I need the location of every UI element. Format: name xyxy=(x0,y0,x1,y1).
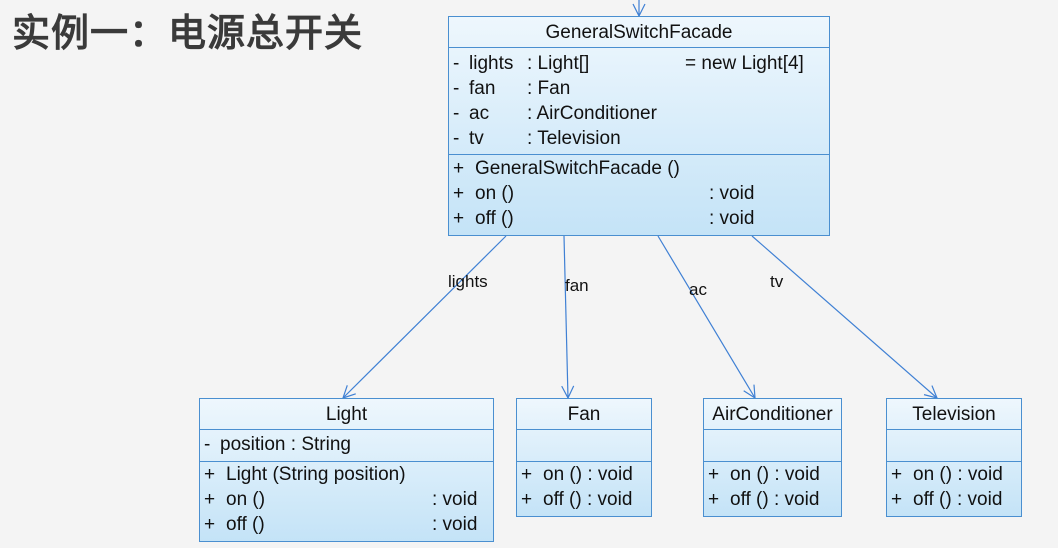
operation-row: + on () : void xyxy=(708,464,820,485)
class-fan[interactable]: Fan + on () : void + off () : void xyxy=(516,398,652,517)
class-name: Television xyxy=(887,399,1021,430)
attribute-section xyxy=(517,430,651,462)
link-lights xyxy=(343,235,507,398)
attribute-section xyxy=(704,430,841,462)
attribute-section: - position : String xyxy=(200,430,493,462)
class-name: Light xyxy=(200,399,493,430)
page-title: 实例一：电源总开关 xyxy=(12,11,364,55)
class-light[interactable]: Light - position : String + Light (Strin… xyxy=(199,398,494,542)
operation-row: + on () : void xyxy=(204,489,478,510)
attribute-row: - lights : Light[] = new Light[4] xyxy=(453,53,804,74)
attribute-row: - ac : AirConditioner xyxy=(453,103,657,124)
operation-row: + Light (String position) xyxy=(204,464,406,485)
operation-row: + on () : void xyxy=(891,464,1003,485)
operation-row: + GeneralSwitchFacade () xyxy=(453,158,680,179)
link-label-fan: fan xyxy=(565,276,589,295)
link-label-lights: lights xyxy=(448,272,488,291)
class-general-switch-facade[interactable]: GeneralSwitchFacade - lights : Light[] =… xyxy=(448,16,830,236)
class-television[interactable]: Television + on () : void + off () : voi… xyxy=(886,398,1022,517)
operation-section: + on () : void + off () : void xyxy=(517,462,651,512)
operation-section: + Light (String position) + on () : void… xyxy=(200,462,493,537)
operation-section: + on () : void + off () : void xyxy=(704,462,841,512)
operation-section: + GeneralSwitchFacade () + on () : void … xyxy=(449,155,829,231)
link-ac xyxy=(657,235,755,398)
operation-row: + off () : void xyxy=(204,514,478,535)
operation-row: + off () : void xyxy=(708,489,820,510)
operation-row: + off () : void xyxy=(453,208,755,229)
link-label-tv: tv xyxy=(770,272,784,291)
attribute-row: - tv : Television xyxy=(453,128,621,149)
operation-row: + on () : void xyxy=(453,183,755,204)
class-name: Fan xyxy=(517,399,651,430)
link-label-ac: ac xyxy=(689,280,707,299)
class-name: AirConditioner xyxy=(704,399,841,430)
attribute-row: - fan : Fan xyxy=(453,78,571,99)
attribute-section: - lights : Light[] = new Light[4] - fan … xyxy=(449,48,829,155)
operation-row: + on () : void xyxy=(521,464,633,485)
attribute-row: - position : String xyxy=(204,434,351,455)
link-tv xyxy=(751,235,937,398)
operation-row: + off () : void xyxy=(891,489,1003,510)
class-name: GeneralSwitchFacade xyxy=(449,17,829,48)
operation-section: + on () : void + off () : void xyxy=(887,462,1021,512)
class-air-conditioner[interactable]: AirConditioner + on () : void + off () :… xyxy=(703,398,842,517)
link-fan xyxy=(564,235,568,398)
attribute-section xyxy=(887,430,1021,462)
operation-row: + off () : void xyxy=(521,489,633,510)
